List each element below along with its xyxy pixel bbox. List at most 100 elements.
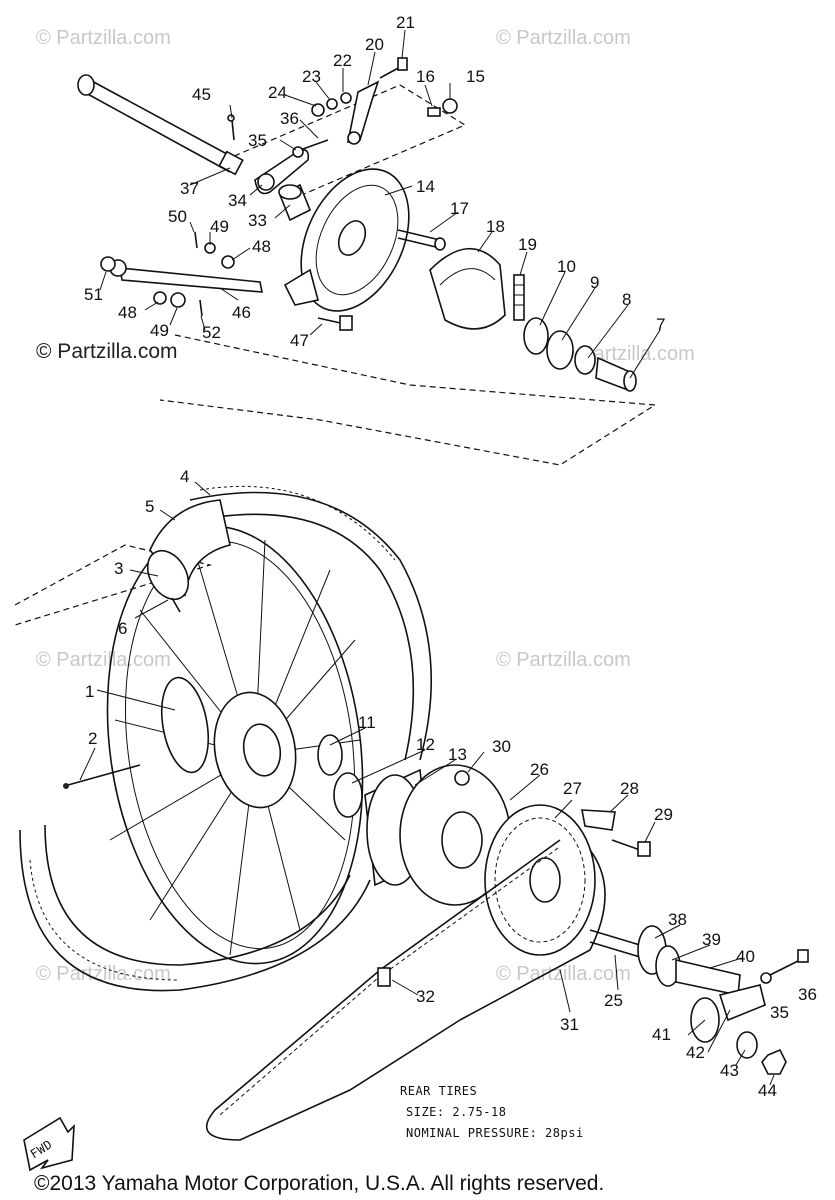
pin-52 <box>199 299 203 317</box>
callout-50: 50 <box>168 207 187 226</box>
axle-shaft <box>77 74 244 176</box>
nut-30 <box>454 770 470 786</box>
callout-38: 38 <box>668 910 687 929</box>
callout-14: 14 <box>416 177 435 196</box>
brake-cam-lever <box>346 80 380 145</box>
callout-43: 43 <box>720 1061 739 1080</box>
callout-22: 22 <box>333 51 352 70</box>
watermark-top-left: © Partzilla.com <box>36 27 171 49</box>
callout-13: 13 <box>448 745 467 764</box>
oil-seal-11 <box>317 734 343 776</box>
callout-3: 3 <box>114 559 123 578</box>
return-spring <box>513 274 525 321</box>
forward-arrow: FWD <box>23 1116 75 1172</box>
axle-nut-44 <box>761 1048 787 1075</box>
callout-49a: 49 <box>210 217 229 236</box>
spacer-40 <box>675 958 741 996</box>
callout-23: 23 <box>302 67 321 86</box>
tube-section <box>146 499 231 601</box>
chain-adjuster-42 <box>718 984 766 1022</box>
watermark-right: © Partzilla.com <box>496 649 631 671</box>
alignment-box-axle <box>159 334 657 466</box>
callout-20: 20 <box>365 35 384 54</box>
alignment-box-upper <box>224 84 467 201</box>
callout-4: 4 <box>180 467 189 486</box>
spoke-2 <box>63 764 141 789</box>
callout-42: 42 <box>686 1043 705 1062</box>
cotter-pin <box>227 114 235 141</box>
callout-29: 29 <box>654 805 673 824</box>
oil-seal-10 <box>523 317 549 355</box>
callout-49b: 49 <box>150 321 169 340</box>
nut-35-lower <box>760 972 772 984</box>
washers-nuts <box>311 92 352 117</box>
nut-15 <box>442 98 458 114</box>
bolt-51 <box>100 256 116 272</box>
brake-shoe-plate <box>283 168 410 312</box>
callout-18: 18 <box>486 217 505 236</box>
callout-40: 40 <box>736 947 755 966</box>
lock-washer-28 <box>581 809 616 831</box>
callout-45: 45 <box>192 85 211 104</box>
callout-41: 41 <box>652 1025 671 1044</box>
callout-35: 35 <box>248 131 267 150</box>
callout-7: 7 <box>656 315 665 334</box>
rear-sprocket <box>484 804 596 956</box>
callout-25: 25 <box>604 991 623 1010</box>
callout-26: 26 <box>530 760 549 779</box>
washer-49b <box>170 292 186 308</box>
washer-43 <box>736 1031 758 1059</box>
bolt-29 <box>611 839 651 857</box>
callout-52: 52 <box>202 323 221 342</box>
callout-5: 5 <box>145 497 154 516</box>
callout-30: 30 <box>492 737 511 756</box>
torque-arm-upper <box>254 148 310 195</box>
brake-cam-shaft <box>397 229 446 251</box>
master-link <box>377 967 391 987</box>
callout-35-lower: 35 <box>770 1003 789 1022</box>
callout-33: 33 <box>248 211 267 230</box>
leader-lines <box>79 29 775 1086</box>
callout-27: 27 <box>563 779 582 798</box>
callout-17: 17 <box>450 199 469 218</box>
rear-wheel <box>19 485 432 992</box>
rear-axle-25 <box>589 929 641 958</box>
callout-12: 12 <box>416 735 435 754</box>
callout-21: 21 <box>396 13 415 32</box>
alignment-box-tire <box>14 544 213 626</box>
callout-15: 15 <box>466 67 485 86</box>
callout-1: 1 <box>85 682 94 701</box>
callout-37: 37 <box>180 179 199 198</box>
watermark-label: © Partzilla.com <box>36 340 178 363</box>
nut-48a <box>221 255 235 269</box>
o-ring-12 <box>333 772 363 818</box>
tension-bar <box>109 259 263 293</box>
watermark-lower-left: © Partzilla.com <box>36 963 171 985</box>
callout-6: 6 <box>118 619 127 638</box>
bolt-47 <box>317 315 353 331</box>
callout-36-lower: 36 <box>798 985 817 1004</box>
nut-48b <box>153 291 167 305</box>
brake-shoes <box>429 247 506 330</box>
callout-47: 47 <box>290 331 309 350</box>
callout-28: 28 <box>620 779 639 798</box>
callout-numbers: 1 2 3 4 5 6 7 8 9 10 11 12 13 14 15 16 1… <box>84 13 817 1100</box>
callout-19: 19 <box>518 235 537 254</box>
collar <box>278 183 312 222</box>
clip-16 <box>427 107 441 117</box>
callout-32: 32 <box>416 987 435 1006</box>
callout-46: 46 <box>232 303 251 322</box>
note-line-1: REAR TIRES <box>400 1084 477 1098</box>
pin-50 <box>194 231 198 249</box>
note-line-2: SIZE: 2.75-18 <box>406 1105 506 1119</box>
callout-8: 8 <box>622 290 631 309</box>
callout-39: 39 <box>702 930 721 949</box>
axle-spacer-7 <box>595 356 637 392</box>
bolt-21 <box>379 57 408 79</box>
drive-chain <box>205 839 606 1141</box>
callout-10: 10 <box>557 257 576 276</box>
callout-2: 2 <box>88 729 97 748</box>
bolt-36-lower <box>769 949 809 976</box>
sprocket-hub <box>399 764 511 906</box>
